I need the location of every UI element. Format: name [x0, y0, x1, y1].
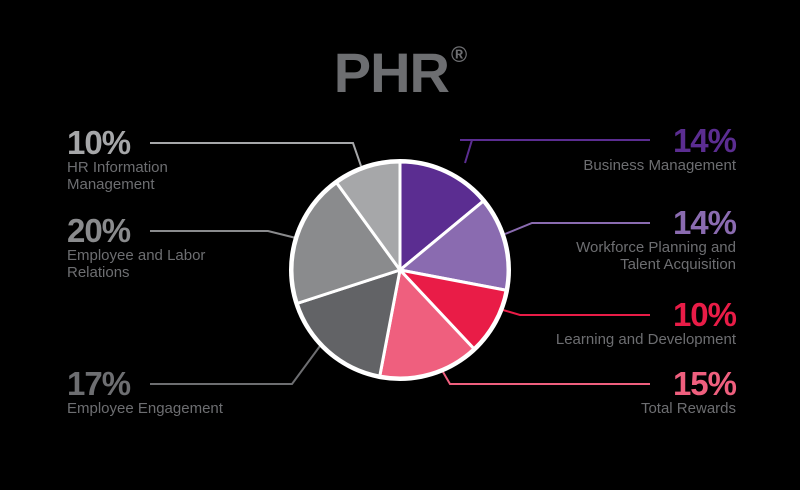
- label-employee-engagement: 17% Employee Engagement: [67, 365, 223, 417]
- label-employee-labor-relations: 20% Employee and Labor Relations: [67, 212, 206, 281]
- pie-slice: [398, 160, 485, 272]
- pie-slice: [378, 268, 476, 380]
- pct-value: 15%: [672, 365, 737, 402]
- category-label: Learning and Development: [555, 331, 736, 348]
- leader-relations: [150, 230, 297, 239]
- leader-hrinfo: [150, 142, 362, 167]
- label-workforce-planning: 14% Workforce Planning and Talent Acquis…: [576, 204, 737, 273]
- leader-engagement: [150, 345, 321, 385]
- label-business-management: 14% Business Management: [583, 122, 737, 174]
- category-label: Total Rewards: [640, 400, 736, 417]
- chart-title: PHR®: [0, 40, 800, 105]
- label-learning-development: 10% Learning and Development: [555, 296, 737, 348]
- category-label-line2: Talent Acquisition: [620, 256, 736, 273]
- category-label: HR Information: [67, 159, 168, 176]
- leader-learning: [502, 309, 650, 316]
- leader-workforce: [504, 222, 650, 235]
- category-label: Employee and Labor: [67, 247, 206, 264]
- category-label: Workforce Planning and: [576, 239, 736, 256]
- pie-slice: [398, 199, 510, 292]
- pct-value: 20%: [67, 212, 131, 249]
- pie-slice: [290, 181, 402, 305]
- label-total-rewards: 15% Total Rewards: [640, 365, 737, 417]
- title-text: PHR: [333, 41, 450, 104]
- leader-business: [460, 139, 474, 164]
- pct-value: 10%: [672, 296, 737, 333]
- label-hr-information: 10% HR Information Management: [67, 124, 168, 193]
- pct-value: 10%: [67, 124, 131, 161]
- pie-slice: [335, 160, 402, 272]
- category-label-line2: Management: [67, 176, 155, 193]
- leader-rewards: [442, 371, 650, 385]
- pct-value: 14%: [672, 204, 737, 241]
- category-label: Employee Engagement: [67, 400, 223, 417]
- pct-value: 14%: [672, 122, 737, 159]
- pie-slices: [289, 159, 511, 381]
- registered-mark: ®: [451, 42, 467, 67]
- category-label: Business Management: [583, 157, 736, 174]
- category-label-line2: Relations: [67, 264, 130, 281]
- pct-value: 17%: [67, 365, 131, 402]
